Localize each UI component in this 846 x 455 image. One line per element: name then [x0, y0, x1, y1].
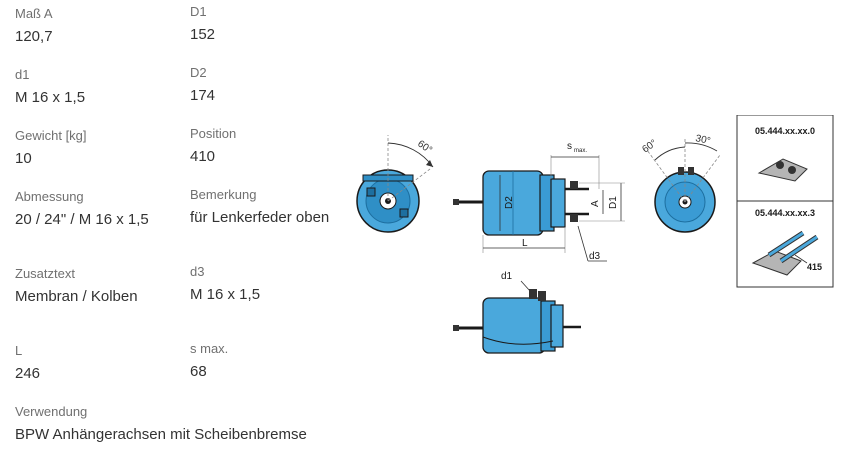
- spec-D2: D2 174: [190, 65, 215, 106]
- variant-code: 05.444.xx.xx.3: [755, 208, 815, 218]
- spec-label: D1: [190, 4, 207, 19]
- spec-value: 410: [190, 148, 216, 165]
- spec-remark: Bemerkung für Lenkerfeder oben: [190, 187, 329, 228]
- spec-value: 20 / 24" / M 16 x 1,5: [15, 211, 149, 228]
- spec-value: 120,7: [15, 28, 53, 45]
- spec-s-max: s max. 68: [190, 341, 228, 382]
- dimension-D2-label: D2: [504, 196, 515, 209]
- dimension-L-label: L: [522, 238, 528, 249]
- spec-label: Maß A: [15, 6, 53, 21]
- technical-drawing: 60° D2 A D1 s max. L d: [355, 115, 840, 355]
- dimension-d3-label: d3: [589, 251, 601, 262]
- side-view: D2 A D1 s max. L d3: [453, 141, 625, 262]
- spec-extra-text: Zusatztext Membran / Kolben: [15, 266, 138, 307]
- spec-label: d3: [190, 264, 205, 279]
- spec-length: L 246: [15, 343, 40, 384]
- spec-usage: Verwendung BPW Anhängerachsen mit Scheib…: [15, 404, 307, 445]
- front-view-right: 60° 30°: [640, 133, 721, 233]
- spec-value: M 16 x 1,5: [15, 89, 86, 106]
- angle-label: 30°: [694, 133, 711, 147]
- variant-box-1: 05.444.xx.xx.0: [736, 115, 834, 202]
- spec-position: Position 410: [190, 126, 236, 167]
- spec-label: Verwendung: [15, 404, 88, 419]
- dimension-s-sub: max.: [574, 148, 587, 154]
- spec-value: BPW Anhängerachsen mit Scheibenbremse: [15, 426, 307, 443]
- spec-label: d1: [15, 67, 30, 82]
- spec-value: Membran / Kolben: [15, 288, 138, 305]
- spec-label: Abmessung: [15, 189, 84, 204]
- front-view-left: 60°: [356, 135, 434, 233]
- spec-label: Gewicht [kg]: [15, 128, 87, 143]
- spec-value: M 16 x 1,5: [190, 286, 261, 303]
- spec-d1-thread: d1 M 16 x 1,5: [15, 67, 85, 108]
- dimension-s-label: s: [567, 141, 572, 152]
- spec-label: s max.: [190, 341, 229, 356]
- spec-value: 10: [15, 150, 32, 167]
- spec-value: für Lenkerfeder oben: [190, 209, 330, 226]
- spec-label: L: [15, 343, 23, 358]
- spec-D1: D1 152: [190, 4, 215, 45]
- spec-weight: Gewicht [kg] 10: [15, 128, 87, 169]
- spec-value: 246: [15, 365, 41, 382]
- spec-label: Bemerkung: [190, 187, 257, 202]
- dimension-A-label: A: [590, 200, 601, 207]
- angle-label: 60°: [640, 138, 659, 156]
- dimension-D1-label: D1: [608, 196, 619, 209]
- spec-d3: d3 M 16 x 1,5: [190, 264, 260, 305]
- callout-label: 415: [807, 262, 822, 272]
- spec-value: 174: [190, 87, 216, 104]
- dimension-d1-label: d1: [501, 271, 513, 282]
- spec-label: D2: [190, 65, 207, 80]
- variant-box-2: 05.444.xx.xx.3 415: [736, 200, 834, 288]
- spec-label: Zusatztext: [15, 266, 75, 281]
- spec-label: Position: [190, 126, 237, 141]
- spec-mass-a: Maß A 120,7: [15, 6, 53, 47]
- variant-code: 05.444.xx.xx.0: [755, 126, 815, 136]
- spec-value: 152: [190, 26, 216, 43]
- top-view: d1: [453, 271, 581, 354]
- spec-dimension: Abmessung 20 / 24" / M 16 x 1,5: [15, 189, 149, 230]
- angle-label: 60°: [415, 138, 434, 156]
- spec-value: 68: [190, 363, 207, 380]
